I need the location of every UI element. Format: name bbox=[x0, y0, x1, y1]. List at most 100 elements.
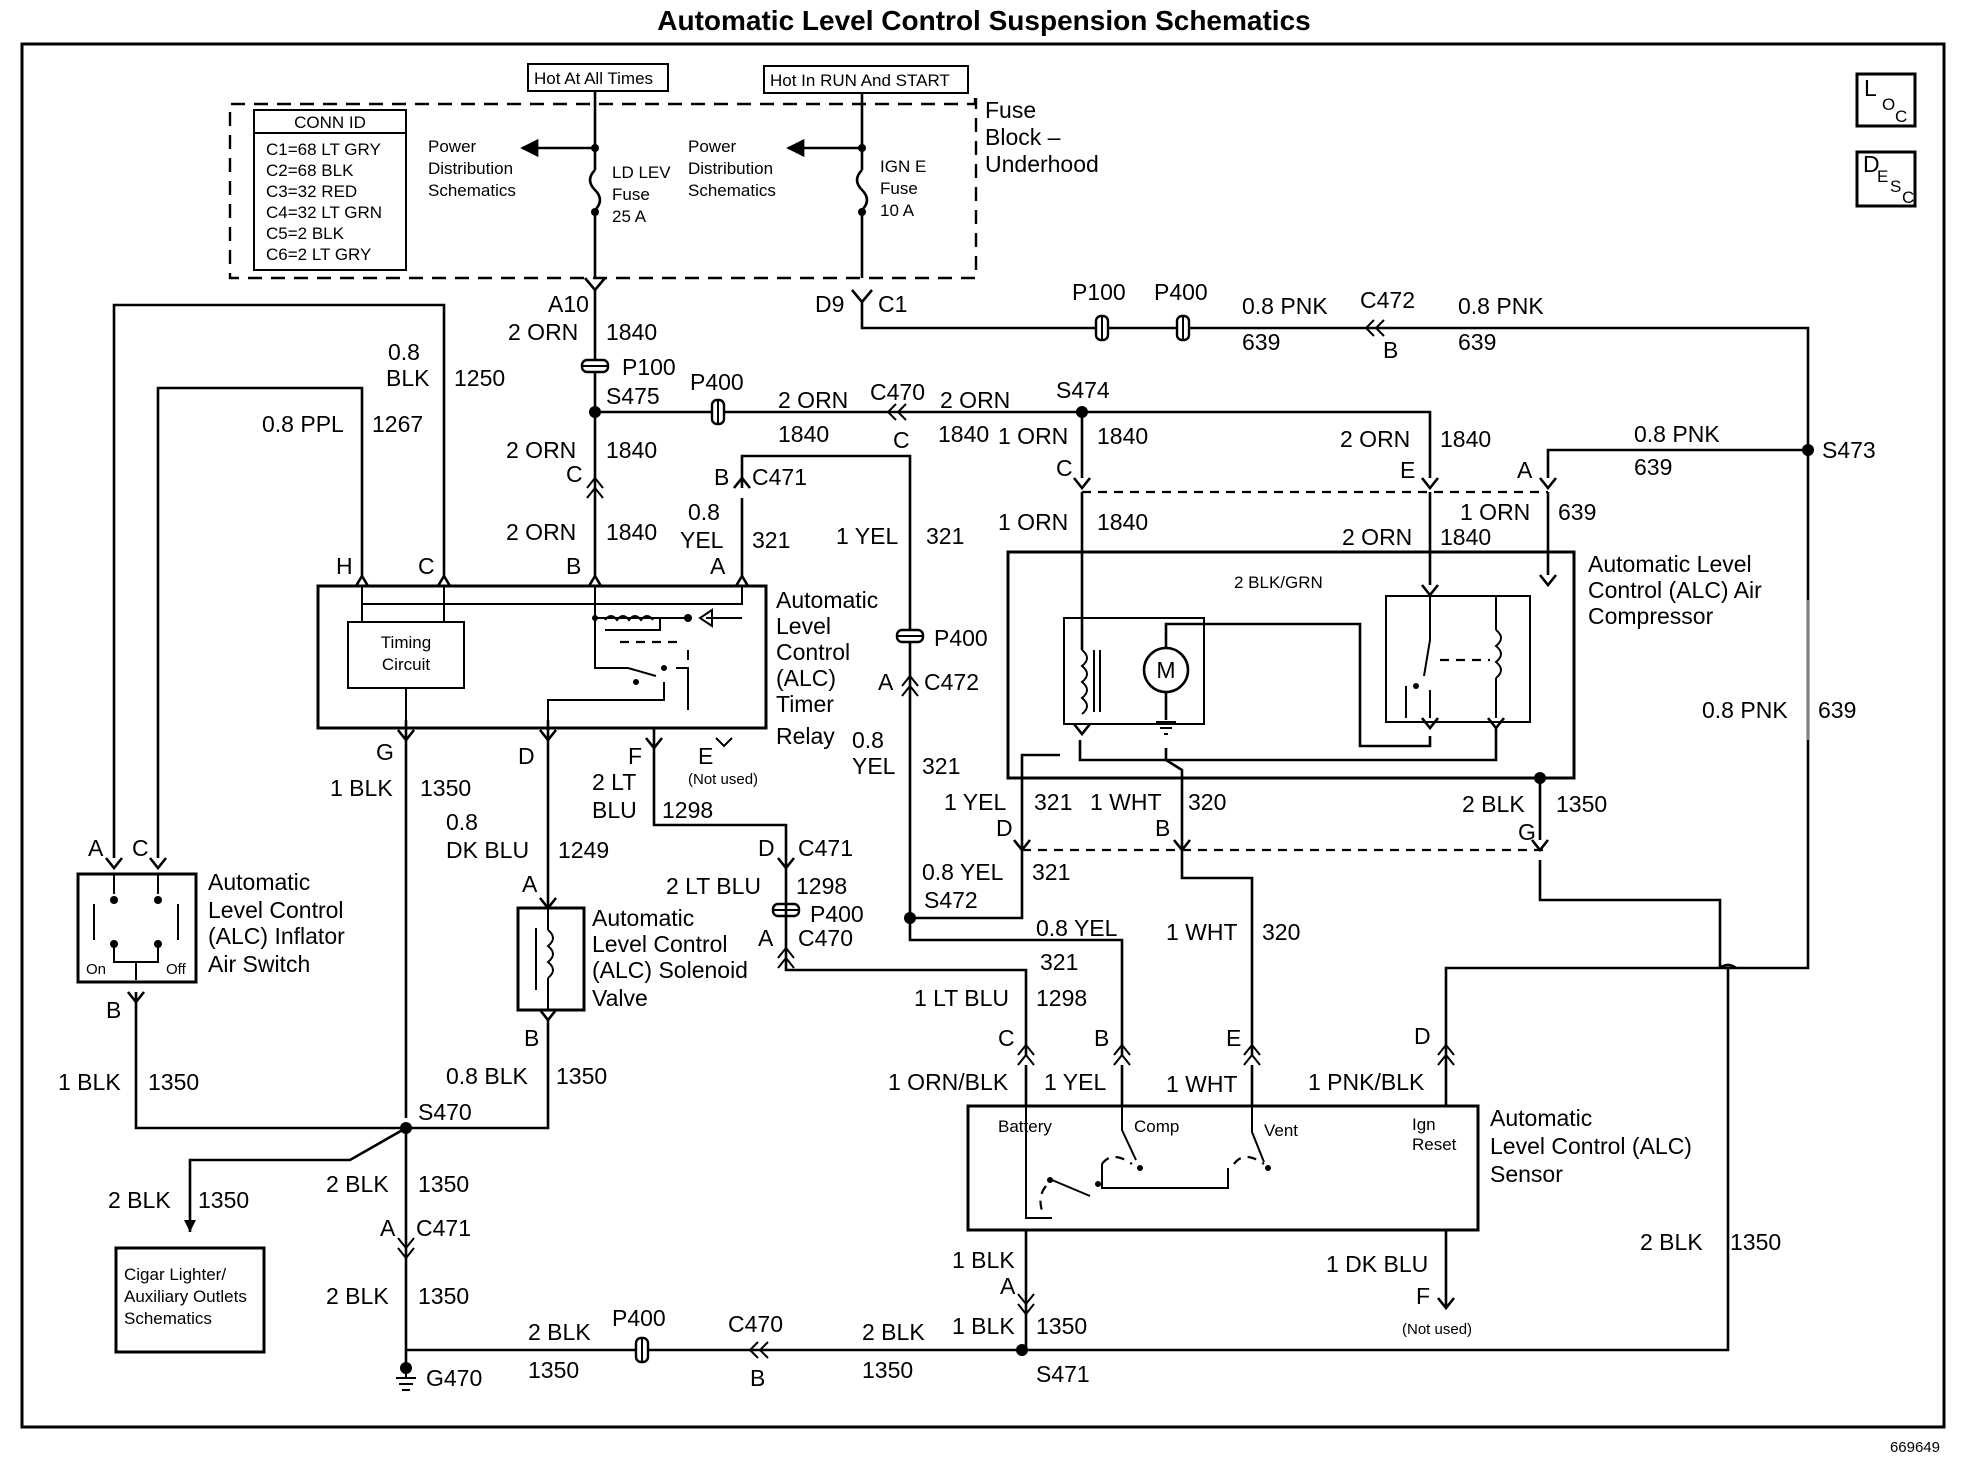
fuse-block-label: Fuse bbox=[985, 97, 1036, 123]
connector-c471-bottom bbox=[397, 1237, 415, 1260]
svg-text:Schematics: Schematics bbox=[688, 181, 776, 200]
hot-at-all-times-label: Hot At All Times bbox=[527, 63, 669, 92]
svg-text:Level Control (ALC): Level Control (ALC) bbox=[1490, 1133, 1692, 1159]
svg-text:Cigar Lighter/: Cigar Lighter/ bbox=[124, 1265, 226, 1284]
label-p100-top: P100 bbox=[1072, 279, 1126, 305]
label-ppl08: 0.8 PPL bbox=[262, 411, 344, 437]
label-blk-sensor-2: 1 BLK bbox=[952, 1313, 1015, 1339]
label-1840-relay-2: 1840 bbox=[606, 519, 657, 545]
svg-text:Schematics: Schematics bbox=[124, 1309, 212, 1328]
label-p400-bottom: P400 bbox=[612, 1305, 666, 1331]
svg-text:Automatic: Automatic bbox=[776, 587, 878, 613]
svg-text:D: D bbox=[1863, 151, 1880, 177]
connector-a10: A10 bbox=[548, 291, 589, 317]
splice-p400-bottom bbox=[634, 1336, 650, 1364]
hot-in-run-label: Hot In RUN And START bbox=[763, 65, 969, 94]
label-321-s472: 321 bbox=[1032, 859, 1070, 885]
conn-id-table: CONN ID C1=68 LT GRY C2=68 BLK C3=32 RED… bbox=[253, 109, 407, 271]
label-g470: G470 bbox=[426, 1365, 482, 1391]
wire-1267 bbox=[156, 386, 364, 858]
label-1350-cigar: 1350 bbox=[198, 1187, 249, 1213]
svg-text:Power: Power bbox=[428, 137, 477, 156]
label-1249: 1249 bbox=[558, 837, 609, 863]
label-321-relay: 321 bbox=[752, 527, 790, 553]
label-blk-bus-2: 2 BLK bbox=[862, 1319, 925, 1345]
cigar-lighter-ref[interactable]: Cigar Lighter/ Auxiliary Outlets Schemat… bbox=[114, 1246, 266, 1354]
label-1298-3: 1298 bbox=[1036, 985, 1087, 1011]
label-b-inflator: B bbox=[106, 997, 121, 1023]
fuse-block-boundary bbox=[228, 98, 978, 280]
label-639-3: 639 bbox=[1634, 454, 1672, 480]
wire-1350-inflator bbox=[134, 992, 406, 1130]
label-b-c471: B bbox=[714, 464, 729, 490]
label-blk08: 0.8 bbox=[388, 339, 420, 365]
power-distribution-ref-2[interactable]: Power Distribution Schematics bbox=[688, 137, 776, 200]
label-s475: S475 bbox=[606, 383, 660, 409]
label-c470-1298: C470 bbox=[798, 925, 853, 951]
label-blk-comp: 2 BLK bbox=[1462, 791, 1525, 817]
timer-relay: Timing Circuit Automatic Level Control (… bbox=[316, 573, 878, 749]
svg-text:Automatic: Automatic bbox=[1490, 1105, 1592, 1131]
label-ornblk: 1 ORN/BLK bbox=[888, 1069, 1009, 1095]
wire-321-to-sensor bbox=[908, 918, 1124, 1055]
wire-639-to-sensor bbox=[1444, 450, 1810, 1066]
label-orn-7: 2 ORN bbox=[1342, 524, 1412, 550]
svg-text:Level: Level bbox=[776, 613, 831, 639]
label-1840-3: 1840 bbox=[938, 421, 989, 447]
label-639-2: 639 bbox=[1458, 329, 1496, 355]
label-1298-2: 1298 bbox=[796, 873, 847, 899]
svg-text:C6=2 LT GRY: C6=2 LT GRY bbox=[266, 245, 371, 264]
svg-text:25 A: 25 A bbox=[612, 207, 647, 226]
label-1350-g470: 1350 bbox=[418, 1283, 469, 1309]
label-b-sensor: B bbox=[1094, 1025, 1109, 1051]
label-1350-solenoid: 1350 bbox=[556, 1063, 607, 1089]
label-c471-mid: C471 bbox=[798, 835, 853, 861]
svg-text:Vent: Vent bbox=[1264, 1121, 1298, 1140]
svg-text:10 A: 10 A bbox=[880, 201, 915, 220]
svg-text:On: On bbox=[86, 961, 106, 978]
label-1298: 1298 bbox=[662, 797, 713, 823]
svg-text:Fuse: Fuse bbox=[612, 185, 650, 204]
label-h-relay: H bbox=[336, 553, 353, 579]
svg-text:Air Switch: Air Switch bbox=[208, 951, 310, 977]
connector-c1: C1 bbox=[878, 291, 907, 317]
label-orn-4: 1 ORN bbox=[998, 423, 1068, 449]
label-1350-comp: 1350 bbox=[1556, 791, 1607, 817]
wire-1298 bbox=[652, 728, 788, 870]
label-not-used-sensor: (Not used) bbox=[1402, 1321, 1472, 1338]
label-p400-mid: P400 bbox=[690, 369, 744, 395]
label-yel08-2: 0.8 bbox=[852, 727, 884, 753]
svg-text:C1=68 LT GRY: C1=68 LT GRY bbox=[266, 140, 381, 159]
label-1350-s470: 1350 bbox=[418, 1171, 469, 1197]
label-b-relay: B bbox=[566, 553, 581, 579]
label-a-solenoid: A bbox=[522, 871, 538, 897]
svg-text:Off: Off bbox=[166, 961, 187, 978]
desc-icon[interactable]: D E S C bbox=[1855, 150, 1917, 208]
connector-c472-yel bbox=[901, 674, 919, 697]
svg-text:Control: Control bbox=[776, 639, 850, 665]
svg-text:IGN E: IGN E bbox=[880, 157, 926, 176]
svg-text:Automatic: Automatic bbox=[592, 905, 694, 931]
connector-c470-mid bbox=[886, 403, 907, 421]
label-pnk-4: 0.8 PNK bbox=[1702, 697, 1788, 723]
label-a-c470: A bbox=[758, 925, 774, 951]
connector-c472-top bbox=[1364, 319, 1385, 337]
label-320-comp: 320 bbox=[1188, 789, 1226, 815]
svg-text:Circuit: Circuit bbox=[382, 655, 430, 674]
svg-text:CONN ID: CONN ID bbox=[294, 113, 366, 132]
label-not-used-relay: (Not used) bbox=[688, 771, 758, 788]
svg-text:Comp: Comp bbox=[1134, 1117, 1179, 1136]
loc-icon[interactable]: L O C bbox=[1855, 72, 1917, 128]
power-distribution-ref-1[interactable]: Power Distribution Schematics bbox=[428, 137, 516, 200]
svg-text:Timing: Timing bbox=[381, 633, 431, 652]
label-c-sensor: C bbox=[998, 1025, 1015, 1051]
label-s470: S470 bbox=[418, 1099, 472, 1125]
label-p400-top: P400 bbox=[1154, 279, 1208, 305]
label-blk-s470: 2 BLK bbox=[326, 1171, 389, 1197]
label-motor-wire: 2 BLK/GRN bbox=[1234, 573, 1323, 592]
svg-text:S: S bbox=[1890, 177, 1901, 196]
label-c-s474: C bbox=[1056, 455, 1073, 481]
label-1350-inflator: 1350 bbox=[148, 1069, 199, 1095]
